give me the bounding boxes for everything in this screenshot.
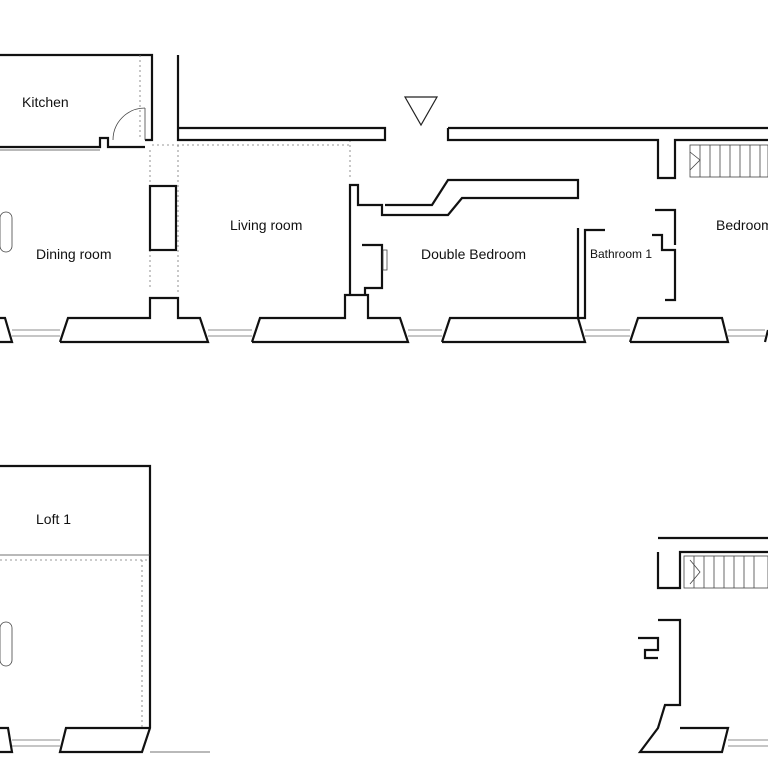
radiator: [0, 211, 13, 253]
loft-label: Loft 1: [36, 511, 71, 527]
window-lines: [12, 329, 765, 337]
upper-bathroom-wall: [638, 636, 660, 660]
ground-floor-bottom-wall: [0, 293, 768, 344]
stairs-icon: [689, 144, 768, 178]
loft-plan: Loft 1: [0, 464, 210, 754]
ground-floor-plan: Kitchen Dining room Living room Double B…: [0, 53, 768, 344]
chimney-pillar: [148, 184, 178, 252]
living-room-label: Living room: [230, 217, 302, 233]
kitchen-wall: [0, 53, 154, 149]
entrance-triangle-icon: [403, 96, 439, 127]
fireplace: [382, 249, 388, 271]
bathroom-wall: [576, 228, 677, 320]
radiator: [0, 621, 13, 667]
upper-floor-fragment: [637, 536, 768, 754]
double-bedroom-label: Double Bedroom: [421, 246, 526, 262]
door-swing-icon: [112, 107, 146, 141]
living-room-top-wall: [176, 55, 387, 142]
loft-wall: [0, 464, 152, 754]
stairs-icon: [683, 555, 768, 589]
bedroom-wall: [655, 208, 677, 245]
dining-room-label: Dining room: [36, 246, 111, 262]
double-bedroom-wall: [348, 178, 580, 295]
bathroom-label: Bathroom 1: [590, 247, 652, 261]
bedroom-label: Bedroom: [716, 217, 768, 233]
upper-floor-wall: [637, 536, 768, 754]
bedroom-top-wall: [446, 126, 768, 180]
kitchen-label: Kitchen: [22, 94, 69, 110]
